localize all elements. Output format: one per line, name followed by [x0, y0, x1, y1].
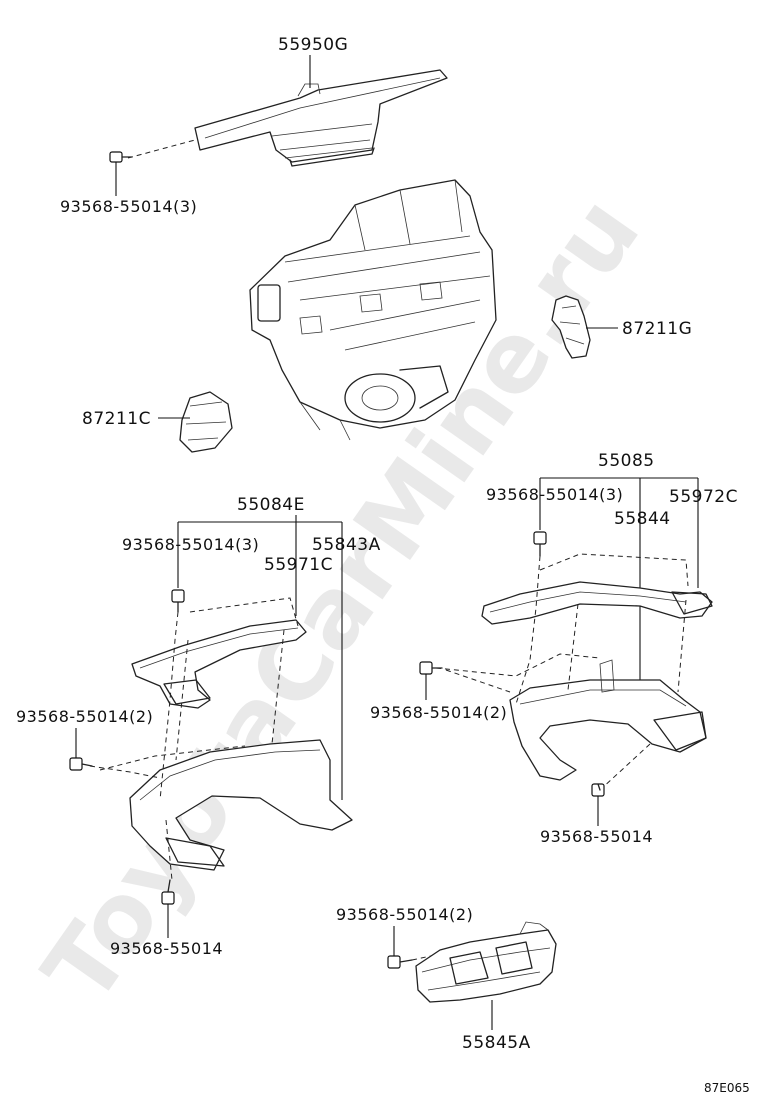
- label-left-duct-c: 55971C: [264, 555, 333, 575]
- label-top-louver: 55950G: [278, 35, 348, 55]
- diagram-code: 87E065: [704, 1081, 750, 1095]
- part-damper-right[interactable]: [551, 295, 591, 359]
- bolt-left-top[interactable]: [171, 589, 185, 613]
- label-bottom-duct: 55845A: [462, 1033, 531, 1053]
- label-top-screw: 93568-55014(3): [60, 197, 197, 216]
- bolt-top[interactable]: [109, 151, 133, 163]
- part-heater-unit: [249, 179, 497, 441]
- bolt-right-bottom[interactable]: [591, 783, 605, 797]
- label-right-damper: 87211G: [622, 319, 692, 339]
- part-bottom-duct[interactable]: [415, 921, 557, 1003]
- label-right-screw-bottom: 93568-55014: [540, 827, 653, 846]
- label-right-duct: 55844: [614, 509, 671, 529]
- label-left-screw-bottom: 93568-55014: [110, 939, 223, 958]
- label-left-damper: 87211C: [82, 409, 151, 429]
- part-damper-left[interactable]: [179, 391, 233, 453]
- part-left-duct-lower[interactable]: [129, 739, 353, 871]
- label-left-duct-assy: 55084E: [237, 495, 305, 515]
- bolt-right-mid[interactable]: [419, 661, 443, 675]
- part-top-louver[interactable]: [194, 69, 448, 167]
- label-right-duct-assy: 55085: [598, 451, 655, 471]
- bolt-left-mid[interactable]: [69, 757, 93, 771]
- part-right-duct-upper[interactable]: [481, 581, 713, 625]
- label-right-duct-c: 55972C: [669, 487, 738, 507]
- bolt-bottom[interactable]: [387, 955, 413, 969]
- part-left-duct-upper[interactable]: [131, 619, 307, 709]
- label-bottom-screw: 93568-55014(2): [336, 905, 473, 924]
- label-right-screw-mid: 93568-55014(2): [370, 703, 507, 722]
- label-right-screw-top: 93568-55014(3): [486, 485, 623, 504]
- part-right-duct-lower[interactable]: [509, 659, 707, 781]
- label-left-screw-top: 93568-55014(3): [122, 535, 259, 554]
- bolt-right-top[interactable]: [533, 531, 547, 557]
- label-left-screw-mid: 93568-55014(2): [16, 707, 153, 726]
- label-left-duct-a: 55843A: [312, 535, 381, 555]
